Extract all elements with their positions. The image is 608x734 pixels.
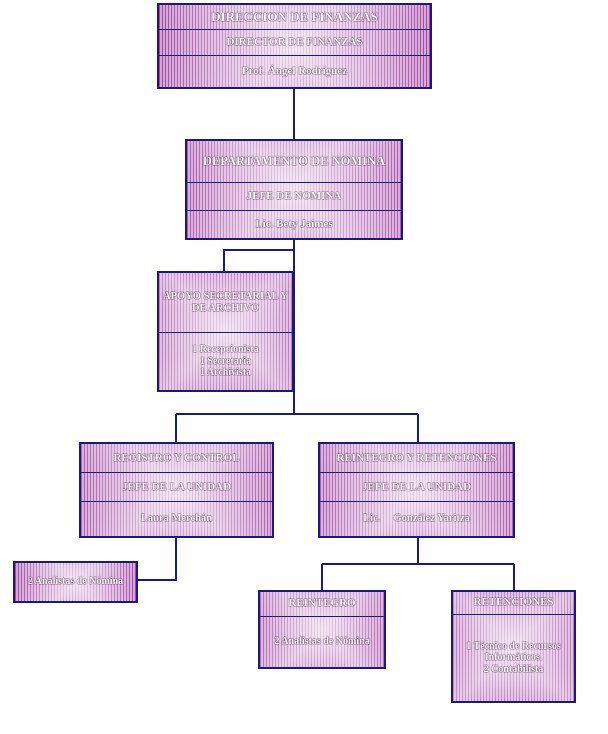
direccion-role: DIRECTOR DE FINANZAS — [159, 29, 430, 54]
reintegro-retenciones-box: REINTEGRO Y RETENCIONES JEFE DE LA UNIDA… — [318, 442, 515, 538]
retenciones-box: RETENCIONES 1 Técnico de Recursos Inform… — [451, 590, 576, 703]
registro-control-box: REGISTRO Y CONTROL JEFE DE LA UNIDAD Lau… — [79, 442, 274, 538]
reintegro-retenciones-title: REINTEGRO Y RETENCIONES — [336, 451, 497, 464]
apoyo-secretarial-box: APOYO SECRETARIAL Y DE ARCHIVO 1 Recepci… — [157, 271, 294, 392]
connector-analistas — [138, 538, 177, 581]
departamento-role: JEFE DE NOMINA — [187, 181, 401, 210]
apoyo-staff: 1 Recepcionista 1 Secretaria 1 Archivist… — [159, 332, 292, 390]
apoyo-staff-item: 1 Archivista — [199, 367, 252, 379]
registro-title: REGISTRO Y CONTROL — [113, 451, 240, 464]
retenciones-staff-item: 2 Contabilista — [483, 663, 544, 675]
reintegro-title: REINTEGRO — [288, 597, 356, 610]
retenciones-staff-item: 1 Técnico de Recursos Informáticos. — [466, 640, 561, 664]
reintegro-staff: 2 Analistas de Nómina — [260, 615, 384, 667]
reintegro-box: REINTEGRO 2 Analistas de Nómina — [258, 590, 386, 669]
direccion-finanzas-box: DIRECCION DE FINANZAS DIRECTOR DE FINANZ… — [157, 3, 432, 89]
departamento-title: DEPARTAMENTO DE NOMINA — [202, 154, 386, 169]
direccion-title: DIRECCION DE FINANZAS — [211, 8, 378, 24]
apoyo-staff-item: 1 Recepcionista — [192, 344, 259, 356]
connector-apoyo — [223, 249, 294, 272]
registro-person: Laura Merchán — [81, 501, 272, 536]
departamento-nomina-box: DEPARTAMENTO DE NOMINA JEFE DE NOMINA Li… — [185, 139, 403, 240]
departamento-person: Lic. Bety Jaimes — [187, 209, 401, 238]
reintegro-retenciones-role: JEFE DE LA UNIDAD — [320, 472, 513, 501]
apoyo-staff-item: 1 Secretaria — [199, 355, 252, 367]
analistas-registro-text: 2 Analistas de Nómina — [27, 576, 124, 588]
reintegro-retenciones-person: Lic. González Yaritza — [320, 501, 513, 536]
analistas-registro-box: 2 Analistas de Nómina — [13, 561, 138, 603]
apoyo-title: APOYO SECRETARIAL Y DE ARCHIVO — [163, 290, 288, 314]
direccion-person: Prof. Ángel Rodríguez — [159, 54, 430, 88]
registro-role: JEFE DE LA UNIDAD — [81, 472, 272, 501]
retenciones-title: RETENCIONES — [473, 596, 554, 609]
retenciones-staff: 1 Técnico de Recursos Informáticos. 2 Co… — [453, 613, 574, 701]
